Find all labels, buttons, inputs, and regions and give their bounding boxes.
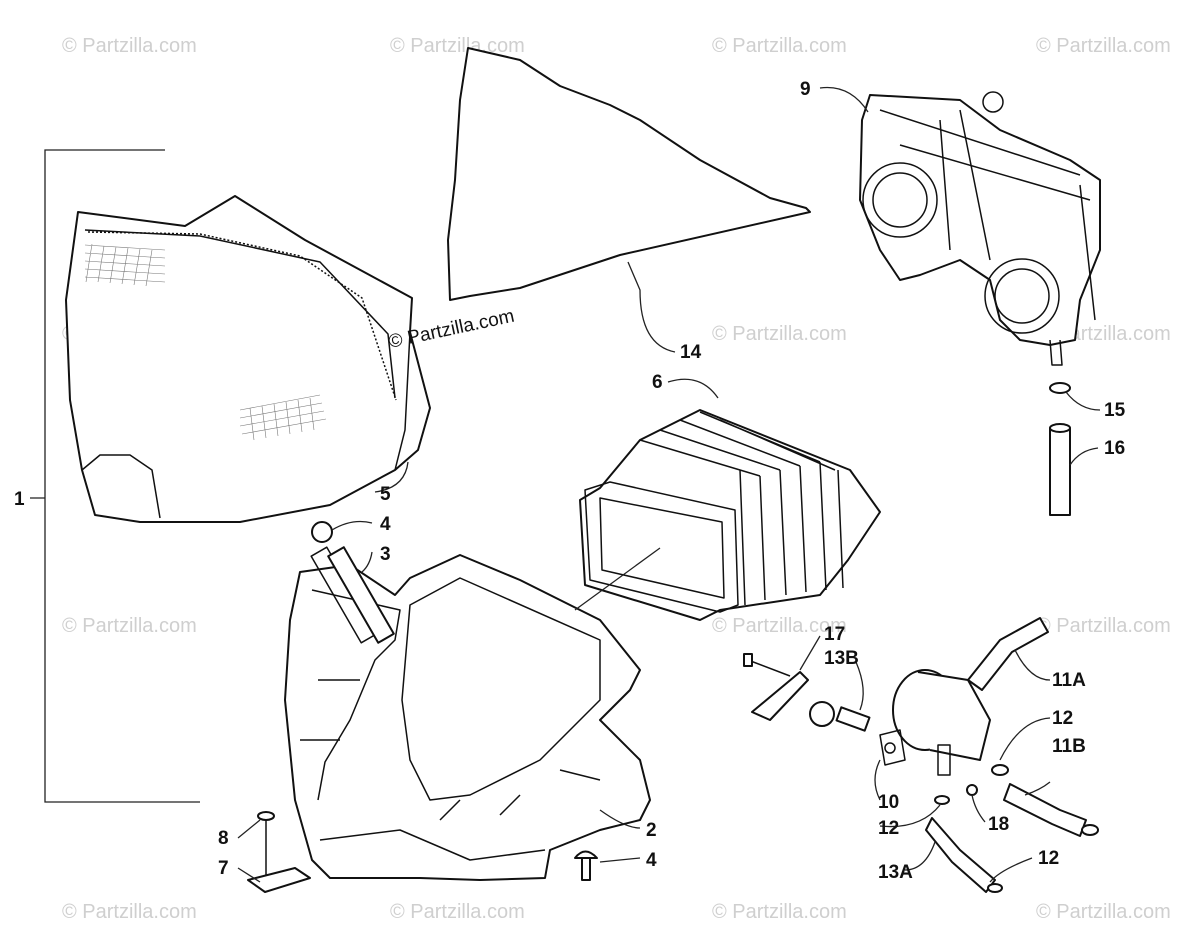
- callout-8: 8: [218, 828, 229, 849]
- pump-bracket: [751, 671, 809, 721]
- callout-15: 15: [1104, 400, 1126, 421]
- carburetor-assembly: [859, 91, 1101, 366]
- watermark: © Partzilla.com: [712, 615, 847, 637]
- assembly-bracket: [30, 149, 200, 803]
- pump-hose-right: [1003, 783, 1087, 837]
- watermark: © Partzilla.com: [1036, 901, 1171, 923]
- fuel-pump: [879, 669, 991, 776]
- callout-14: 14: [680, 342, 702, 363]
- star-washer: [809, 701, 835, 727]
- mesh-patch-2: [239, 394, 327, 441]
- airbox-cover: [65, 195, 431, 523]
- callout-13a: 13A: [878, 862, 913, 883]
- callout-16: 16: [1104, 438, 1125, 459]
- watermark: © Partzilla.com: [62, 615, 197, 637]
- watermark: © Partzilla.com: [712, 35, 847, 57]
- callout-12-mid: 12: [878, 818, 899, 839]
- callout-11b: 11B: [1052, 736, 1086, 757]
- pump-hose-lower: [925, 817, 996, 893]
- callout-17: 17: [824, 624, 845, 645]
- callout-4-rivet: 4: [646, 850, 657, 871]
- watermark: © Partzilla.com: [390, 35, 525, 57]
- watermark: © Partzilla.com: [1036, 35, 1171, 57]
- watermark: © Partzilla.com: [712, 901, 847, 923]
- bolt: [257, 811, 275, 885]
- callout-18: 18: [988, 814, 1009, 835]
- drain-tube: [327, 546, 395, 644]
- watermark: © Partzilla.com: [1036, 615, 1171, 637]
- bracket-screw: [743, 653, 791, 677]
- small-clamps: [934, 764, 1099, 893]
- callout-4-plug: 4: [380, 514, 391, 535]
- watermark: © Partzilla.com: [62, 35, 197, 57]
- callout-10: 10: [878, 792, 899, 813]
- callout-13b: 13B: [824, 648, 859, 669]
- callout-11a: 11A: [1052, 670, 1086, 691]
- pad: [247, 867, 311, 893]
- callout-6: 6: [652, 372, 663, 393]
- mesh-patch-1: [84, 243, 166, 287]
- callout-7: 7: [218, 858, 229, 879]
- intake-boot: [579, 409, 881, 621]
- watermark: © Partzilla.com: [712, 323, 847, 345]
- callout-2: 2: [646, 820, 657, 841]
- plug: [311, 521, 333, 543]
- callout-12-bottom: 12: [1038, 848, 1059, 869]
- callout-12-top: 12: [1052, 708, 1073, 729]
- callout-5: 5: [380, 484, 391, 505]
- filter-screen: [447, 47, 811, 301]
- washer: [966, 784, 978, 796]
- callout-9: 9: [800, 79, 811, 100]
- callout-labels: 1 2 3 4 4 5 6 7 8 9 10 11A 11B 12 12 12 …: [14, 79, 1126, 883]
- watermark: © Partzilla.com: [62, 901, 197, 923]
- vent-hose: [1049, 423, 1071, 516]
- watermark: © Partzilla.com: [390, 901, 525, 923]
- callout-1: 1: [14, 489, 25, 510]
- rivet: [574, 850, 598, 881]
- callout-3: 3: [380, 544, 391, 565]
- airbox: [284, 546, 651, 881]
- leader-lines: [237, 86, 1101, 883]
- pump-hose-upper: [967, 617, 1049, 691]
- short-hose: [835, 706, 871, 732]
- hose-clamp: [1049, 382, 1071, 394]
